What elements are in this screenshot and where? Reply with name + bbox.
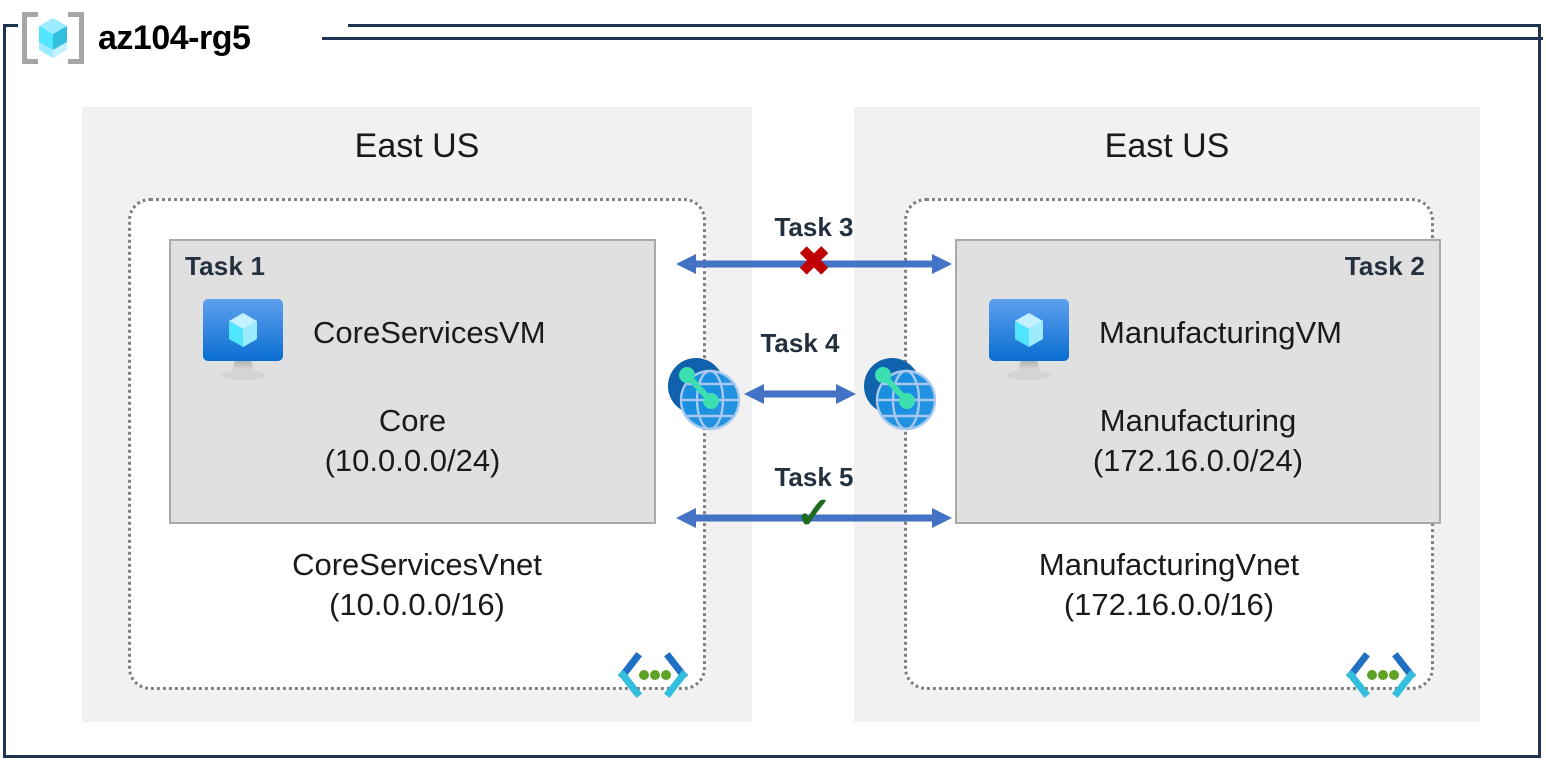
cube-glyph xyxy=(39,18,67,58)
virtual-network-icon xyxy=(618,652,688,698)
subnet-label-core: Core (10.0.0.0/24) xyxy=(171,401,654,482)
subnet-manufacturing: Task 2 xyxy=(955,239,1441,524)
connection-task3: Task 3 ✖ xyxy=(668,212,960,282)
subnet-core: Task 1 xyxy=(169,239,656,524)
resource-group-header: az104-rg5 xyxy=(22,8,251,68)
region-panel-left: East US Task 1 xyxy=(82,107,752,722)
header-rule xyxy=(322,37,1543,40)
vnet-coreservices: Task 1 xyxy=(128,198,706,698)
vm-row-core: CoreServicesVM xyxy=(171,297,654,381)
connection-task4: Task 4 xyxy=(738,328,862,418)
vnet-label-coreservices: CoreServicesVnet (10.0.0.0/16) xyxy=(131,545,703,624)
allowed-marker-task5: ✓ xyxy=(795,489,833,538)
blocked-marker-task3: ✖ xyxy=(797,240,831,284)
arrow-task4 xyxy=(744,384,856,404)
resource-group-cube-icon xyxy=(22,10,84,66)
subnet-name-core: Core xyxy=(378,403,447,438)
vnet-name-coreservices: CoreServicesVnet xyxy=(292,547,542,582)
bracket-right xyxy=(68,12,84,64)
vnet-peering-icon xyxy=(668,358,741,431)
vm-name-core: CoreServicesVM xyxy=(313,315,546,350)
connection-task5: Task 5 ✓ xyxy=(668,462,960,542)
connection-label-task4: Task 4 xyxy=(760,328,840,358)
vnet-name-manufacturing: ManufacturingVnet xyxy=(1038,547,1300,582)
subnet-cidr-manufacturing: (172.16.0.0/24) xyxy=(1092,443,1304,479)
virtual-machine-icon xyxy=(203,299,283,380)
virtual-machine-icon xyxy=(989,299,1069,380)
task-tag-2: Task 2 xyxy=(1344,251,1425,281)
arrow-task3 xyxy=(676,254,952,274)
region-label-right: East US xyxy=(1104,127,1230,165)
task-tag-1: Task 1 xyxy=(185,251,266,281)
vnet-cidr-manufacturing: (172.16.0.0/16) xyxy=(1063,586,1275,622)
connection-label-task3: Task 3 xyxy=(774,212,854,242)
subnet-name-manufacturing: Manufacturing xyxy=(1099,403,1297,438)
vnet-manufacturing: Task 2 xyxy=(904,198,1441,698)
subnet-cidr-core: (10.0.0.0/24) xyxy=(324,443,501,479)
vm-row-manufacturing: ManufacturingVM xyxy=(957,297,1439,381)
virtual-network-icon xyxy=(1346,652,1416,698)
resource-group-frame xyxy=(3,24,1541,758)
vnet-label-manufacturing: ManufacturingVnet (172.16.0.0/16) xyxy=(907,545,1431,624)
arrow-task5 xyxy=(676,508,952,528)
region-panel-right: East US Task 2 xyxy=(854,107,1480,722)
resource-group-name: az104-rg5 xyxy=(98,18,251,57)
region-label-left: East US xyxy=(354,127,480,165)
connection-label-task5: Task 5 xyxy=(774,462,854,492)
vnet-cidr-coreservices: (10.0.0.0/16) xyxy=(329,586,505,622)
bracket-left xyxy=(22,12,38,64)
vnet-peering-icon xyxy=(864,358,937,431)
subnet-label-manufacturing: Manufacturing (172.16.0.0/24) xyxy=(957,401,1439,482)
vm-name-manufacturing: ManufacturingVM xyxy=(1099,315,1342,350)
